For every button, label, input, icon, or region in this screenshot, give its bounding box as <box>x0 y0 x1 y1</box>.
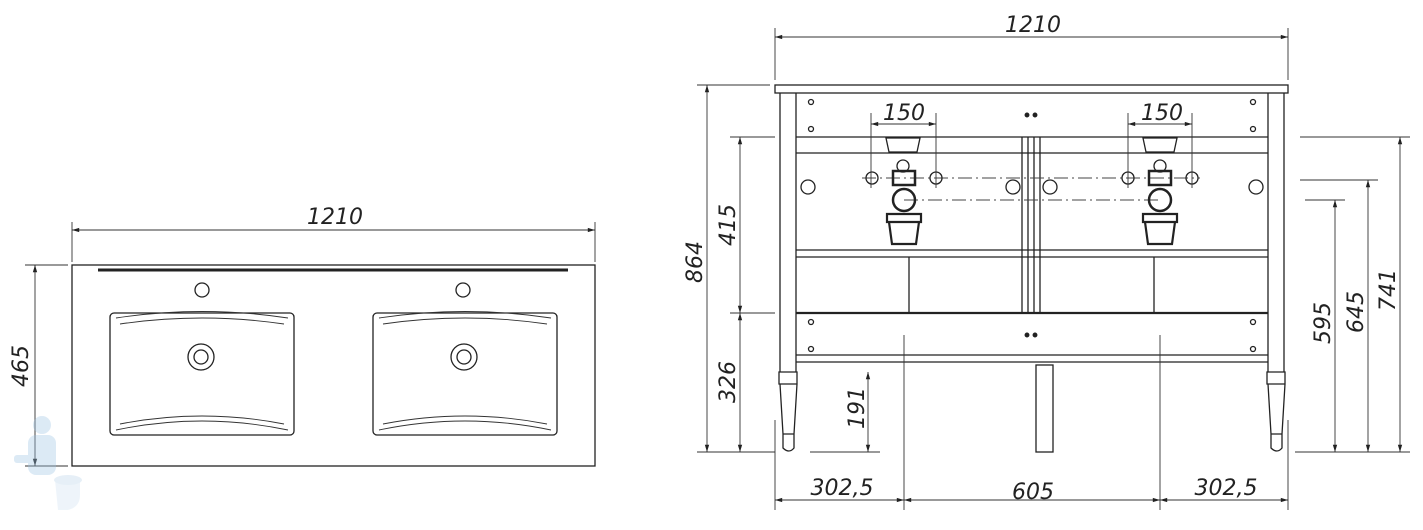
countertop-outline <box>71 264 596 467</box>
left-spacing-label: 150 <box>883 101 925 126</box>
upper-section-label: 415 <box>716 204 741 246</box>
plan-depth-label: 465 <box>9 345 34 387</box>
screws <box>800 98 1264 353</box>
center-spacing-label: 605 <box>1012 480 1054 505</box>
offset-right-label: 302,5 <box>1195 476 1258 501</box>
top-height-label: 741 <box>1376 269 1401 311</box>
right-basin <box>372 282 558 436</box>
drain <box>450 343 478 371</box>
front-view: 1210 <box>683 13 1410 510</box>
left-basin <box>109 282 295 436</box>
plan-view: 1210 465 <box>9 205 596 510</box>
pipe-height-label: 645 <box>1344 291 1369 333</box>
leg-clearance-label: 191 <box>845 387 870 429</box>
drain <box>187 343 215 371</box>
front-width-label: 1210 <box>1005 13 1061 38</box>
left-siphon <box>865 137 943 246</box>
offset-left-label: 302,5 <box>811 476 874 501</box>
right-spacing-label: 150 <box>1141 101 1183 126</box>
height-label: 864 <box>683 241 708 283</box>
right-siphon <box>1121 137 1199 246</box>
faucet-hole <box>455 282 471 298</box>
faucet-hole <box>194 282 210 298</box>
countertop <box>774 84 1289 94</box>
drain-height-label: 595 <box>1311 302 1336 344</box>
lower-section-label: 326 <box>716 361 741 403</box>
plan-width-label: 1210 <box>307 205 363 230</box>
center-leg <box>1035 364 1054 453</box>
plumber-logo <box>14 416 82 510</box>
left-foot <box>778 371 798 452</box>
cabinet-frame <box>778 93 1286 453</box>
right-foot <box>1266 371 1286 452</box>
